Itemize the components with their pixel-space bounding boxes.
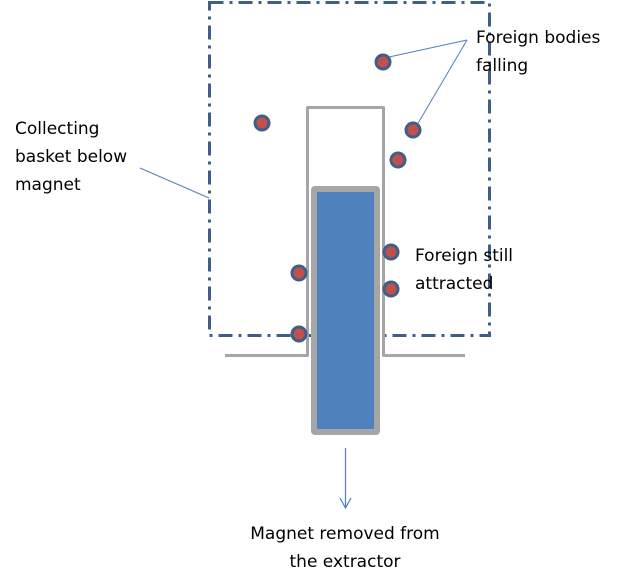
leader-line-basket xyxy=(139,167,210,199)
leader-line-falling-2 xyxy=(416,39,468,126)
arrow-head-icon xyxy=(339,497,352,510)
label-line: the extractor xyxy=(289,552,401,572)
magnet-bar xyxy=(311,186,380,435)
label-line: magnet xyxy=(15,175,81,195)
extractor-tube xyxy=(225,106,465,357)
label-line: basket below xyxy=(15,147,128,167)
particle-attracted xyxy=(382,280,400,298)
particle-falling xyxy=(253,114,271,132)
removal-arrow xyxy=(339,448,352,510)
label-foreign-bodies-falling: Foreign bodies falling xyxy=(476,24,600,80)
label-line: Foreign bodies xyxy=(476,28,601,48)
label-line: Magnet removed from xyxy=(250,524,440,544)
collecting-basket xyxy=(208,1,491,337)
particle-falling xyxy=(404,121,422,139)
label-line: Collecting xyxy=(15,119,100,139)
label-line: falling xyxy=(476,56,529,76)
label-magnet-removed: Magnet removed from the extractor xyxy=(200,520,490,576)
label-line: attracted xyxy=(415,274,494,294)
leader-line-falling-1 xyxy=(388,39,468,58)
particle-attracted xyxy=(290,325,308,343)
particle-attracted xyxy=(382,243,400,261)
particle-falling xyxy=(389,151,407,169)
particle-attracted xyxy=(290,264,308,282)
particle-falling xyxy=(374,53,392,71)
particles xyxy=(253,53,422,343)
leader-lines xyxy=(139,39,468,199)
label-foreign-still-attracted: Foreign still attracted xyxy=(415,242,513,298)
label-line: Foreign still xyxy=(415,246,514,266)
label-collecting-basket: Collecting basket below magnet xyxy=(15,115,127,199)
